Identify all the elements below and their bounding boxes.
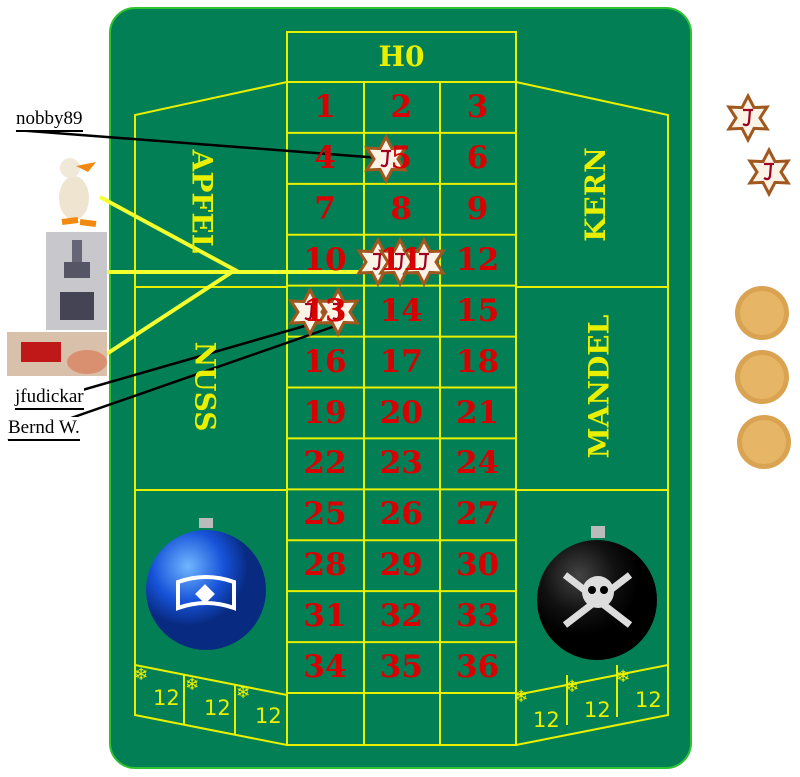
robot-avatar bbox=[46, 232, 107, 330]
j-glyph-icon bbox=[418, 252, 429, 271]
firetruck-avatar bbox=[7, 332, 107, 376]
star-chip[interactable] bbox=[316, 286, 360, 338]
snowflake-icon: ❄ bbox=[514, 687, 529, 707]
cookie-chip-stack[interactable] bbox=[735, 286, 789, 340]
number-cell-1[interactable]: 1 bbox=[314, 89, 336, 125]
star-chip-stack[interactable] bbox=[726, 92, 770, 144]
dozen-bet-3[interactable]: 12 bbox=[255, 704, 282, 728]
snowflake-icon: ❄ bbox=[134, 665, 149, 685]
number-cell-20[interactable]: 20 bbox=[379, 394, 423, 431]
section-kern[interactable]: KERN bbox=[578, 147, 612, 242]
number-cell-2[interactable]: 2 bbox=[390, 89, 413, 125]
blue-ornament bbox=[146, 518, 266, 650]
number-cell-23[interactable]: 23 bbox=[379, 445, 423, 482]
section-apfel[interactable]: APFEL bbox=[185, 149, 219, 254]
dozen-bet-2[interactable]: 12 bbox=[204, 696, 231, 720]
player-name-nobby89: nobby89 bbox=[16, 108, 83, 132]
dozen-bet-1[interactable]: 12 bbox=[153, 686, 180, 710]
number-cell-24[interactable]: 24 bbox=[456, 445, 500, 482]
star-chip[interactable] bbox=[364, 133, 408, 185]
h0-cell[interactable]: H0 bbox=[378, 40, 425, 73]
number-cell-11[interactable]: 11 bbox=[379, 241, 423, 278]
j-glyph-icon bbox=[380, 149, 391, 168]
number-cell-14[interactable]: 14 bbox=[379, 292, 423, 329]
number-cell-33[interactable]: 33 bbox=[456, 598, 500, 635]
number-cell-7[interactable]: 7 bbox=[314, 190, 336, 227]
j-glyph-icon bbox=[332, 302, 343, 321]
number-cell-10[interactable]: 10 bbox=[303, 241, 347, 278]
dozen-bet-4[interactable]: 12 bbox=[533, 708, 560, 732]
number-cell-15[interactable]: 15 bbox=[456, 292, 500, 329]
number-cell-25[interactable]: 25 bbox=[303, 496, 347, 533]
snowflake-icon: ❄ bbox=[236, 683, 251, 703]
number-cell-35[interactable]: 35 bbox=[379, 649, 423, 686]
number-cell-13[interactable]: 13 bbox=[303, 292, 347, 329]
player-name-jfudickar: jfudickar bbox=[15, 386, 84, 410]
cookie-chip-stack[interactable] bbox=[735, 350, 789, 404]
number-cell-36[interactable]: 36 bbox=[456, 649, 500, 686]
star-chip-stack[interactable] bbox=[747, 146, 791, 198]
number-cell-16[interactable]: 16 bbox=[303, 343, 347, 380]
number-cell-32[interactable]: 32 bbox=[379, 598, 423, 635]
number-cell-28[interactable]: 28 bbox=[303, 547, 347, 584]
number-cell-21[interactable]: 21 bbox=[456, 394, 500, 431]
cookie-chip-stack[interactable] bbox=[737, 415, 791, 469]
duck-avatar bbox=[48, 150, 103, 230]
number-cell-26[interactable]: 26 bbox=[379, 496, 423, 533]
dozen-bet-6[interactable]: 12 bbox=[635, 688, 662, 712]
snowflake-icon: ❄ bbox=[565, 677, 580, 697]
number-cell-31[interactable]: 31 bbox=[303, 598, 347, 635]
number-cell-9[interactable]: 9 bbox=[466, 190, 489, 227]
j-glyph-icon bbox=[763, 162, 774, 181]
number-cell-8[interactable]: 8 bbox=[390, 190, 413, 227]
player-name-bernd: Bernd W. bbox=[8, 417, 80, 441]
black-ornament bbox=[537, 526, 657, 660]
snowflake-icon: ❄ bbox=[185, 675, 200, 695]
number-cell-3[interactable]: 3 bbox=[466, 89, 489, 125]
number-cell-27[interactable]: 27 bbox=[456, 496, 500, 533]
number-cell-22[interactable]: 22 bbox=[303, 445, 347, 482]
snowflake-icon: ❄ bbox=[616, 667, 631, 687]
number-cell-5[interactable]: 5 bbox=[390, 139, 413, 176]
number-cell-29[interactable]: 29 bbox=[379, 547, 423, 584]
pointer-line-nobby89 bbox=[15, 128, 381, 160]
number-cell-6[interactable]: 6 bbox=[466, 139, 489, 176]
number-cell-34[interactable]: 34 bbox=[303, 649, 347, 686]
number-cell-30[interactable]: 30 bbox=[456, 547, 500, 584]
number-cell-17[interactable]: 17 bbox=[379, 343, 423, 380]
number-cell-4[interactable]: 4 bbox=[314, 139, 336, 176]
j-glyph-icon bbox=[304, 302, 315, 321]
number-cell-18[interactable]: 18 bbox=[456, 343, 500, 380]
section-mandel[interactable]: MANDEL bbox=[582, 314, 616, 459]
number-cell-19[interactable]: 19 bbox=[303, 394, 347, 431]
j-glyph-icon bbox=[394, 252, 405, 271]
star-chip[interactable] bbox=[402, 236, 446, 288]
dozen-bet-5[interactable]: 12 bbox=[584, 698, 611, 722]
section-nuss[interactable]: NUSS bbox=[188, 341, 222, 432]
j-glyph-icon bbox=[742, 108, 753, 127]
number-cell-12[interactable]: 12 bbox=[456, 241, 500, 278]
